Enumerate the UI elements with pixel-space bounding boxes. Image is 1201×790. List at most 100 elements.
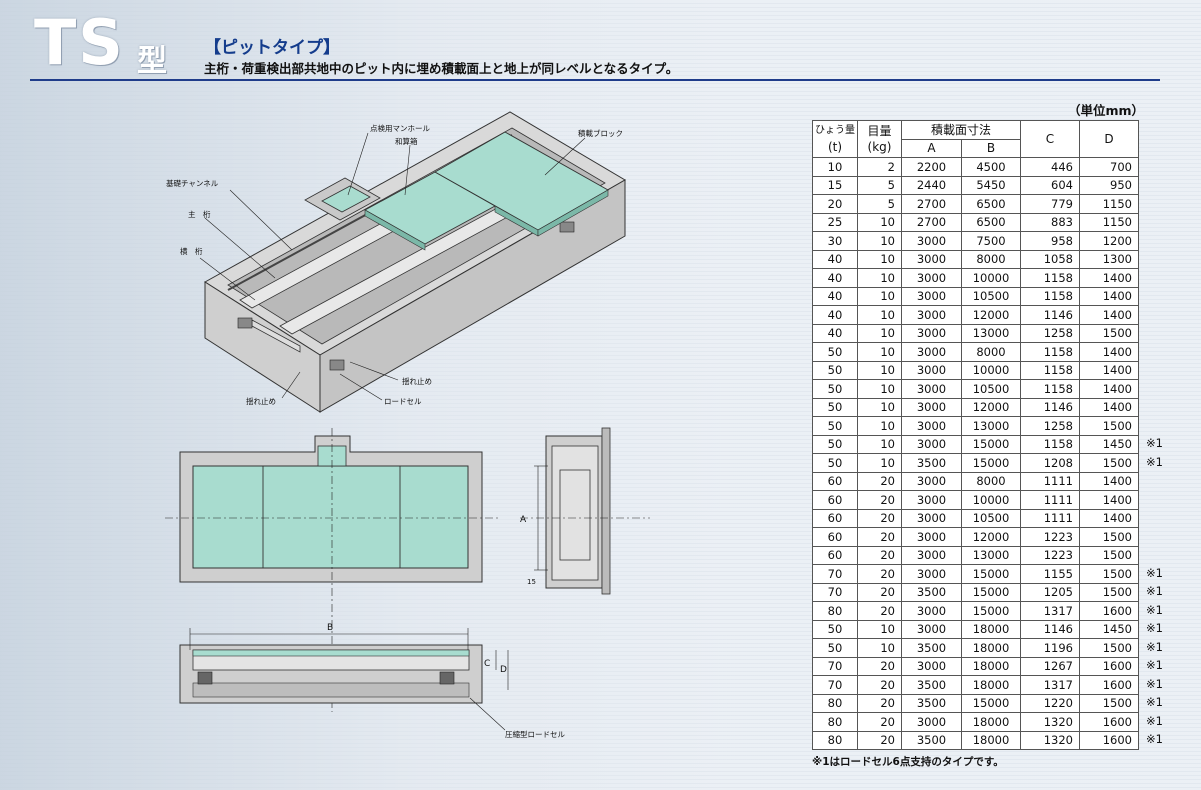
cell-c: 446	[1020, 157, 1080, 177]
cell-c: 1196	[1020, 638, 1080, 658]
cell-t: 50	[812, 619, 858, 639]
cell-t: 80	[812, 693, 858, 713]
cell-b: 7500	[961, 231, 1021, 251]
cell-d: 1400	[1079, 342, 1139, 362]
cell-b: 15000	[961, 434, 1021, 454]
cell-kg: 20	[857, 675, 902, 695]
cell-d: 1150	[1079, 212, 1139, 232]
cell-b: 15000	[961, 693, 1021, 713]
cell-b: 10000	[961, 360, 1021, 380]
cell-kg: 20	[857, 582, 902, 602]
cell-t: 80	[812, 712, 858, 732]
cell-kg: 10	[857, 619, 902, 639]
plan-view-diagram	[165, 428, 498, 712]
cell-b: 10000	[961, 490, 1021, 510]
cell-c: 604	[1020, 175, 1080, 195]
cell-kg: 2	[857, 157, 902, 177]
header-capacity: ひょう量 (t)	[812, 120, 858, 158]
cell-b: 13000	[961, 416, 1021, 436]
cell-b: 18000	[961, 638, 1021, 658]
cell-d: 1400	[1079, 471, 1139, 491]
cell-t: 50	[812, 342, 858, 362]
row-note: ※1	[1146, 658, 1163, 672]
label-load-cell: ロードセル	[384, 397, 422, 406]
dim-d-label: D	[500, 665, 507, 675]
cell-c: 1158	[1020, 434, 1080, 454]
header-platform: 積載面寸法	[901, 120, 1021, 140]
cell-c: 1208	[1020, 453, 1080, 473]
header-division: 目量 (kg)	[857, 120, 902, 158]
cell-b: 8000	[961, 471, 1021, 491]
cell-d: 1500	[1079, 638, 1139, 658]
cell-a: 3000	[901, 527, 962, 547]
row-note: ※1	[1146, 713, 1163, 728]
table-footnote: ※1はロードセル6点支持のタイプです。	[812, 756, 1004, 768]
cell-kg: 20	[857, 693, 902, 713]
cell-b: 15000	[961, 601, 1021, 621]
cell-d: 1400	[1079, 379, 1139, 399]
cell-c: 1146	[1020, 397, 1080, 417]
cell-t: 50	[812, 397, 858, 417]
cell-d: 1500	[1079, 545, 1139, 565]
label-manhole: 点検用マンホール	[370, 123, 430, 133]
cell-b: 6500	[961, 212, 1021, 232]
dim-a-label: A	[520, 515, 527, 525]
cell-c: 1223	[1020, 527, 1080, 547]
row-note: ※1	[1146, 602, 1163, 617]
cell-t: 70	[812, 656, 858, 676]
cell-b: 5450	[961, 175, 1021, 195]
cell-c: 1205	[1020, 582, 1080, 602]
cell-t: 15	[812, 175, 858, 195]
cell-b: 12000	[961, 527, 1021, 547]
cell-a: 3000	[901, 286, 962, 306]
cell-d: 1300	[1079, 249, 1139, 269]
cell-d: 1500	[1079, 582, 1139, 602]
cell-kg: 10	[857, 453, 902, 473]
dim-15-label: 15	[527, 578, 536, 586]
cell-b: 18000	[961, 730, 1021, 750]
cell-t: 50	[812, 434, 858, 454]
header-b: B	[961, 138, 1021, 158]
cell-a: 3000	[901, 601, 962, 621]
cell-kg: 5	[857, 175, 902, 195]
isometric-pit-diagram: 点検用マンホール 和算箱 積載ブロック 基礎チャンネル 主 桁 横 桁 揺れ止め…	[166, 111, 626, 413]
cell-t: 40	[812, 286, 858, 306]
cell-c: 1158	[1020, 286, 1080, 306]
cell-c: 1158	[1020, 379, 1080, 399]
cell-b: 15000	[961, 564, 1021, 584]
cell-t: 60	[812, 545, 858, 565]
cell-c: 1058	[1020, 249, 1080, 269]
load-cell-icon	[329, 359, 345, 371]
cell-c: 1111	[1020, 471, 1080, 491]
cell-kg: 20	[857, 601, 902, 621]
cell-d: 1500	[1079, 453, 1139, 473]
cell-c: 1320	[1020, 730, 1080, 750]
header-d: D	[1079, 120, 1139, 158]
cell-b: 8000	[961, 249, 1021, 269]
cell-b: 8000	[961, 342, 1021, 362]
cell-t: 80	[812, 730, 858, 750]
header-capacity-line2: (t)	[827, 140, 843, 154]
cell-a: 3000	[901, 268, 962, 288]
cell-kg: 10	[857, 249, 902, 269]
cell-d: 1400	[1079, 508, 1139, 528]
cell-kg: 20	[857, 508, 902, 528]
cell-d: 1450	[1079, 434, 1139, 454]
cell-d: 1500	[1079, 693, 1139, 713]
cell-t: 30	[812, 231, 858, 251]
cell-b: 13000	[961, 545, 1021, 565]
